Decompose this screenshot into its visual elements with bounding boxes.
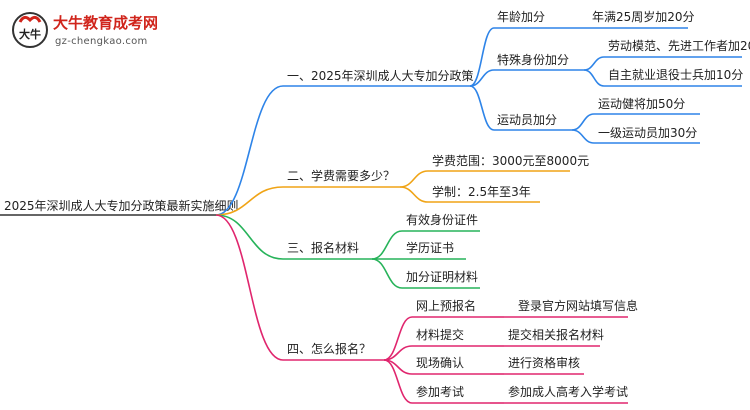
branch-3[interactable]: 三、报名材料 bbox=[287, 240, 359, 255]
branch-1-child-1[interactable]: 年龄加分 年满25周岁加20分 bbox=[497, 9, 695, 24]
branch-1-label: 一、2025年深圳成人大专加分政策 bbox=[287, 68, 474, 83]
branch-3-child-2[interactable]: 学历证书 bbox=[406, 240, 454, 255]
branch-1-child-2-leaf-1-connector bbox=[583, 56, 605, 71]
branch-3-child-1-label: 有效身份证件 bbox=[406, 212, 478, 227]
branch-3-child-3-label: 加分证明材料 bbox=[406, 270, 478, 284]
branch-4-child-4-leaf-1: 参加成人高考入学考试 bbox=[508, 384, 628, 399]
branch-3-child-2-label: 学历证书 bbox=[406, 240, 454, 255]
branch-1-child-2-leaf-1: 劳动模范、先进工作者加20分 bbox=[608, 39, 750, 53]
root-node[interactable]: 2025年深圳成人大专加分政策最新实施细则 bbox=[4, 198, 239, 213]
branch-4-child-1-label: 网上预报名 bbox=[416, 298, 476, 313]
branch-4-child-2-label: 材料提交 bbox=[416, 327, 464, 342]
branch-4-child-4[interactable]: 参加考试 参加成人高考入学考试 bbox=[416, 384, 628, 399]
branch-1-child-2[interactable]: 特殊身份加分 劳动模范、先进工作者加20分 自主就业退役士兵加10分 bbox=[497, 39, 750, 82]
branch-2-child-1-label: 学费范围：3000元至8000元 bbox=[432, 153, 589, 168]
branch-1-child-3[interactable]: 运动员加分 运动健将加50分 一级运动员加30分 bbox=[497, 97, 697, 140]
branch-1-child-3-leaf-1-connector bbox=[571, 113, 595, 131]
branch-1-child-1-leaf-1: 年满25周岁加20分 bbox=[592, 9, 695, 24]
branch-2-child-1[interactable]: 学费范围：3000元至8000元 bbox=[432, 153, 589, 168]
branch-3-child-3-connector bbox=[371, 258, 403, 289]
branch-1-child-3-label: 运动员加分 bbox=[497, 113, 557, 127]
branch-1-child-3-leaf-2-connector bbox=[571, 129, 595, 144]
branch-4-child-4-label: 参加考试 bbox=[416, 384, 464, 399]
logo-url: gz-chengkao.com bbox=[55, 36, 148, 47]
branch-4-child-2[interactable]: 材料提交 提交相关报名材料 bbox=[416, 327, 604, 342]
branch-2-child-2-label: 学制：2.5年至3年 bbox=[432, 184, 531, 199]
ox-logo-icon: 大牛 bbox=[12, 12, 48, 48]
branch-4-connector bbox=[215, 214, 284, 361]
branch-4-child-1-connector bbox=[383, 316, 413, 361]
branch-1-child-2-connector bbox=[469, 69, 495, 87]
branch-2-child-2[interactable]: 学制：2.5年至3年 bbox=[432, 184, 531, 199]
branch-3-label: 三、报名材料 bbox=[287, 240, 359, 255]
branch-4-label: 四、怎么报名？ bbox=[287, 341, 371, 356]
branch-3-child-3[interactable]: 加分证明材料 bbox=[406, 270, 478, 284]
branch-1-child-3-leaf-1: 运动健将加50分 bbox=[598, 97, 685, 111]
branch-4-child-3-label: 现场确认 bbox=[416, 356, 464, 370]
branch-3-child-1-connector bbox=[371, 230, 403, 260]
site-logo[interactable]: 大牛 大牛教育成考网 gz-chengkao.com bbox=[12, 12, 158, 48]
branch-1-child-1-connector bbox=[469, 27, 495, 87]
branch-1[interactable]: 一、2025年深圳成人大专加分政策 bbox=[287, 68, 474, 83]
branch-1-child-2-label: 特殊身份加分 bbox=[497, 52, 569, 67]
branch-2-connector bbox=[215, 186, 284, 216]
branch-2-child-2-connector bbox=[399, 186, 429, 203]
branch-4-child-4-connector bbox=[383, 359, 413, 404]
branch-2-label: 二、学费需要多少？ bbox=[287, 168, 395, 183]
branch-4[interactable]: 四、怎么报名？ bbox=[287, 341, 371, 356]
branch-1-connector bbox=[215, 85, 284, 216]
branch-4-child-3[interactable]: 现场确认 进行资格审核 bbox=[416, 355, 580, 370]
branch-1-child-3-leaf-2: 一级运动员加30分 bbox=[598, 126, 697, 140]
branch-2-child-1-connector bbox=[399, 170, 429, 188]
branch-4-child-1[interactable]: 网上预报名 登录官方网站填写信息 bbox=[416, 298, 638, 313]
branch-1-child-2-leaf-2: 自主就业退役士兵加10分 bbox=[608, 67, 743, 82]
branch-1-child-1-label: 年龄加分 bbox=[497, 10, 545, 24]
branch-3-child-1[interactable]: 有效身份证件 bbox=[406, 212, 478, 227]
logo-title: 大牛教育成考网 bbox=[53, 14, 158, 32]
branch-2[interactable]: 二、学费需要多少？ bbox=[287, 168, 395, 183]
branch-4-child-3-leaf-1: 进行资格审核 bbox=[508, 355, 580, 370]
branch-1-child-2-leaf-2-connector bbox=[583, 69, 605, 87]
root-label: 2025年深圳成人大专加分政策最新实施细则 bbox=[4, 198, 239, 213]
logo-badge-text: 大牛 bbox=[19, 27, 41, 41]
branch-4-child-1-leaf-1: 登录官方网站填写信息 bbox=[518, 298, 638, 313]
branch-1-child-3-connector bbox=[469, 85, 495, 131]
branch-3-connector bbox=[215, 214, 284, 260]
branch-4-child-2-leaf-1: 提交相关报名材料 bbox=[508, 327, 604, 342]
